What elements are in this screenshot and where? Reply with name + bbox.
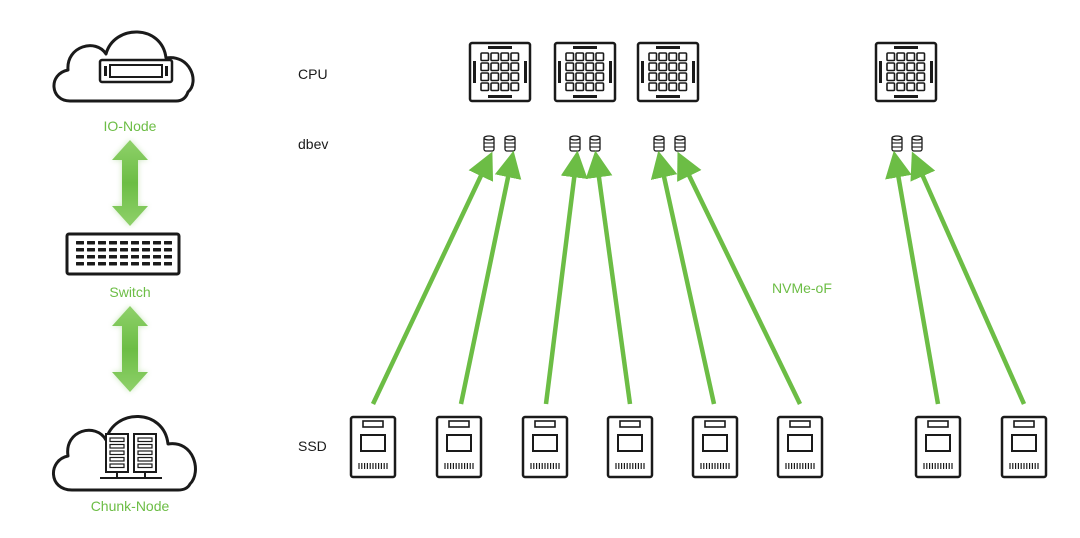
nvme-of-arrows bbox=[370, 150, 1027, 405]
dbev-row-label: dbev bbox=[298, 136, 329, 152]
nvme-of-arrow bbox=[370, 151, 494, 405]
cpu-row-label: CPU bbox=[298, 66, 328, 82]
server-blade-icon bbox=[98, 58, 174, 84]
network-switch-icon bbox=[65, 232, 181, 276]
switch-label: Switch bbox=[109, 284, 151, 300]
nvme-of-arrow bbox=[650, 150, 717, 405]
ssd-drive-icon bbox=[914, 415, 962, 479]
cpu-row bbox=[468, 41, 938, 103]
database-icon bbox=[504, 135, 516, 152]
ssd-drive-icon bbox=[606, 415, 654, 479]
dbev-row bbox=[483, 135, 923, 152]
ssd-row-label: SSD bbox=[298, 438, 327, 454]
ssd-drive-icon bbox=[1000, 415, 1048, 479]
database-icon bbox=[891, 135, 903, 152]
nvme-of-arrow bbox=[885, 150, 941, 405]
server-rack-icon bbox=[100, 433, 162, 479]
cpu-chip-icon bbox=[636, 41, 700, 103]
cpu-chip-icon bbox=[553, 41, 617, 103]
chunk-node-cloud-icon bbox=[52, 415, 197, 492]
database-icon bbox=[674, 135, 686, 152]
nvme-of-arrow bbox=[910, 151, 1027, 405]
io-switch-double-arrow bbox=[112, 140, 148, 226]
ssd-drive-icon bbox=[691, 415, 739, 479]
ssd-drive-icon bbox=[435, 415, 483, 479]
chunk-node-label: Chunk-Node bbox=[90, 498, 170, 514]
ssd-row bbox=[349, 415, 1048, 479]
nvme-of-arrow bbox=[585, 150, 633, 405]
switch-chunk-double-arrow bbox=[112, 306, 148, 392]
cpu-chip-icon bbox=[874, 41, 938, 103]
database-icon bbox=[911, 135, 923, 152]
ssd-drive-icon bbox=[349, 415, 397, 479]
io-node-label: IO-Node bbox=[103, 118, 157, 134]
nvme-of-arrow bbox=[458, 150, 522, 405]
database-icon bbox=[569, 135, 581, 152]
ssd-drive-icon bbox=[521, 415, 569, 479]
io-node-cloud-icon bbox=[52, 30, 195, 103]
nvme-of-arrow bbox=[677, 151, 803, 405]
nvme-of-label: NVMe-oF bbox=[772, 280, 832, 296]
database-icon bbox=[483, 135, 495, 152]
database-icon bbox=[653, 135, 665, 152]
nvme-of-arrow bbox=[543, 150, 588, 405]
cpu-chip-icon bbox=[468, 41, 532, 103]
database-icon bbox=[589, 135, 601, 152]
ssd-drive-icon bbox=[776, 415, 824, 479]
